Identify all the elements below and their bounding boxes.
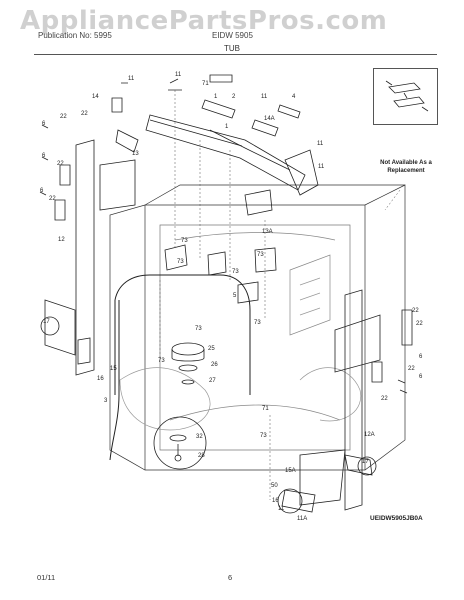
callout-11: 11: [318, 164, 325, 170]
callout-73: 73: [177, 259, 184, 265]
callout-50: 50: [271, 483, 278, 489]
callout-3: 3: [104, 398, 108, 404]
not-available-note: Not Available As a Replacement: [380, 160, 432, 174]
callout-22: 22: [416, 321, 423, 327]
callout-22: 22: [57, 161, 64, 167]
callout-73: 73: [260, 433, 267, 439]
callout-1: 1: [214, 94, 218, 100]
callout-71: 71: [202, 81, 209, 87]
callout-12a: 12A: [364, 432, 375, 438]
callout-22: 22: [408, 366, 415, 372]
footer-page-number: 6: [228, 573, 233, 582]
callout-6: 6: [42, 121, 46, 127]
callout-11: 11: [128, 76, 135, 82]
callout-26: 26: [211, 362, 218, 368]
callout-4: 4: [292, 94, 296, 100]
inset-detail-box: [373, 68, 438, 125]
callout-27: 27: [209, 378, 216, 384]
callout-28: 28: [198, 453, 205, 459]
callout-17: 17: [362, 459, 369, 465]
callout-2: 2: [232, 94, 236, 100]
top-frame-rails: [111, 74, 319, 216]
callout-16: 16: [97, 376, 104, 382]
callout-12: 12: [58, 237, 65, 243]
callout-71: 71: [262, 406, 269, 412]
callout-11: 11: [175, 72, 182, 78]
callout-6: 6: [419, 374, 423, 380]
callout-6: 6: [419, 354, 423, 360]
callout-22: 22: [60, 114, 67, 120]
publication-number: Publication No: 5995: [38, 31, 112, 40]
section-title: TUB: [224, 44, 240, 53]
callout-1: 1: [225, 124, 229, 130]
callout-11: 11: [278, 506, 285, 512]
callout-13: 13: [132, 151, 139, 157]
callout-15: 15: [110, 366, 117, 372]
inset-bracket-drawing: [385, 80, 429, 112]
callout-16: 16: [272, 498, 279, 504]
callout-6: 6: [42, 153, 46, 159]
callout-73: 73: [257, 252, 264, 258]
heating-tube: [109, 274, 251, 461]
diagram-code: UEIDW5905JB0A: [370, 515, 423, 522]
callout-32: 32: [196, 434, 203, 440]
detail-magnifiers: [40, 316, 377, 514]
footer-date: 01/11: [37, 573, 56, 582]
callout-73: 73: [158, 358, 165, 364]
callout-5: 5: [233, 293, 237, 299]
left-side-rail: [39, 124, 136, 376]
callout-22: 22: [381, 396, 388, 402]
center-components: [121, 78, 277, 385]
tub-outline: [109, 184, 406, 471]
callout-25: 25: [208, 346, 215, 352]
callout-15a: 15A: [285, 468, 296, 474]
callout-11: 11: [261, 94, 268, 100]
callout-73: 73: [232, 269, 239, 275]
callout-14: 14: [92, 94, 99, 100]
callout-73: 73: [254, 320, 261, 326]
callout-6: 6: [40, 188, 44, 194]
callout-22: 22: [49, 196, 56, 202]
callout-73: 73: [181, 238, 188, 244]
right-side-rail: [281, 289, 413, 513]
callout-17: 17: [43, 319, 50, 325]
site-watermark: AppliancePartsPros.com: [20, 6, 388, 36]
callout-14a: 14A: [264, 116, 275, 122]
model-number: EIDW 5905: [212, 31, 253, 40]
callout-11a: 11A: [297, 516, 307, 522]
callout-13a: 13A: [262, 229, 273, 235]
leader-lines: [159, 90, 401, 500]
header-divider: [34, 54, 437, 55]
callout-11: 11: [317, 141, 324, 147]
callout-73: 73: [195, 326, 202, 332]
callout-22: 22: [81, 111, 88, 117]
callout-22: 22: [412, 308, 419, 314]
